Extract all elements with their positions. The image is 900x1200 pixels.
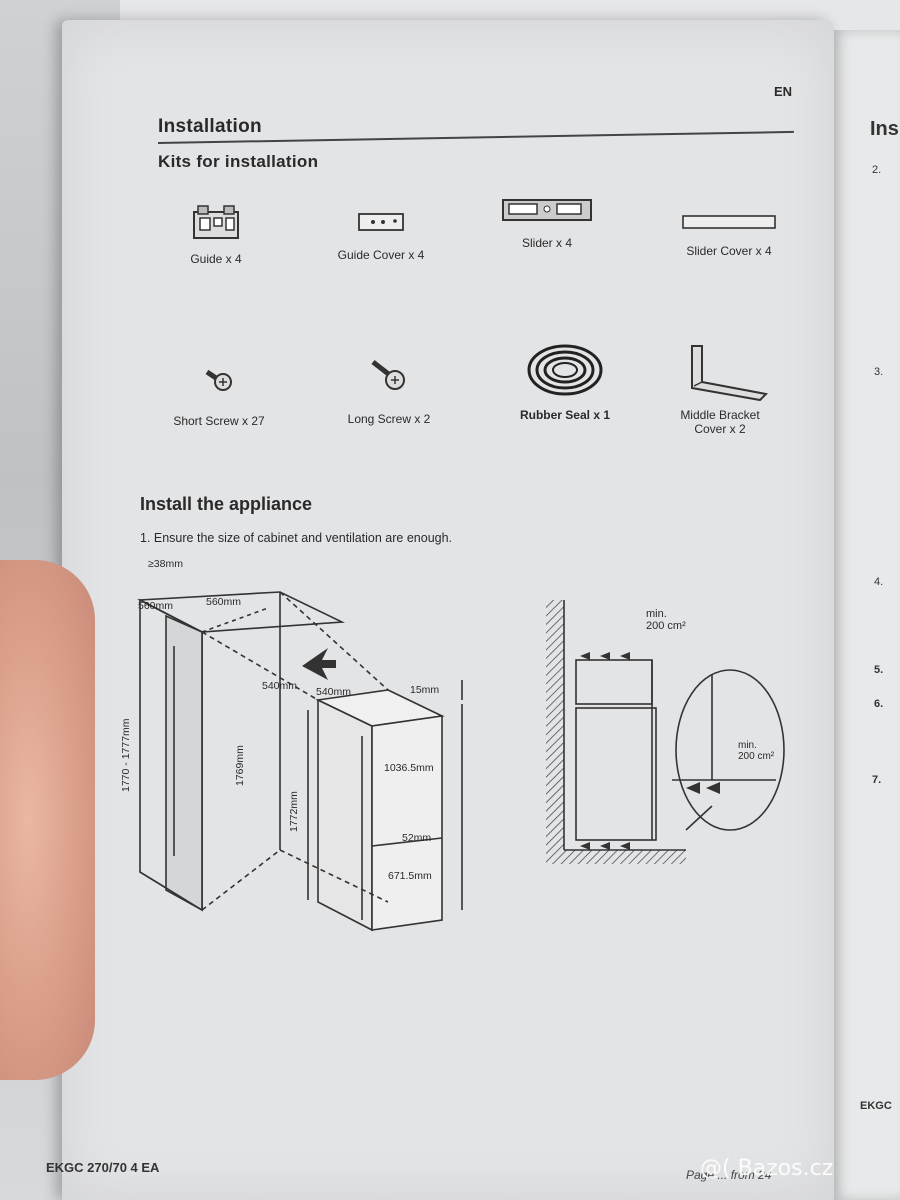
dim-560-depth: 560mm <box>138 600 174 612</box>
page-number: Page ... from 24 <box>686 1168 772 1182</box>
long-screw-icon <box>371 360 405 390</box>
cabinet-diagram <box>137 591 463 932</box>
insert-arrow-icon <box>302 648 336 680</box>
kit-label: Guide x 4 <box>190 252 242 266</box>
dim-1772: 1772mm <box>288 791 300 832</box>
kit-guide-cover: Guide Cover x 4 <box>316 202 446 262</box>
dim-52: 52mm <box>402 832 432 844</box>
kit-guide: Guide x 4 <box>156 202 276 266</box>
vent-bottom-label: min. 200 cm² <box>738 740 775 762</box>
manual-page: EN Installation Kits for installation Gu… <box>62 20 834 1200</box>
kit-middle-bracket: Middle Bracket Cover x 2 <box>670 342 780 437</box>
right-page: Ins 2. 3. 4. 5. 6. 7. EKGC <box>832 30 900 1200</box>
install-step-1: 1. Ensure the size of cabinet and ventil… <box>140 531 453 545</box>
dim-1036: 1036.5mm <box>384 762 434 774</box>
right-model: EKGC <box>860 1100 892 1112</box>
right-step-7: 7. <box>872 774 882 786</box>
dim-560-width: 560mm <box>206 596 242 608</box>
watermark: @( Bazos.cz <box>700 1156 834 1181</box>
right-step-5: 5. <box>874 664 884 676</box>
kit-label: Slider Cover x 4 <box>686 244 772 258</box>
install-title: Install the appliance <box>140 494 313 514</box>
vent-top-label: min. 200 cm² <box>646 608 686 632</box>
kit-label: Short Screw x 27 <box>173 414 265 428</box>
dim-540-width: 540mm <box>316 686 352 698</box>
dim-15: 15mm <box>410 684 440 696</box>
hand <box>0 560 95 1080</box>
slider-cover-icon <box>682 215 776 229</box>
kit-short-screw: Short Screw x 27 <box>154 360 284 428</box>
kit-slider-cover: Slider Cover x 4 <box>674 204 784 258</box>
kit-label: Slider x 4 <box>521 236 573 250</box>
dim-671: 671.5mm <box>388 870 432 882</box>
short-screw-icon <box>205 369 232 391</box>
dim-38: ≥38mm <box>148 558 183 570</box>
ventilation-diagram <box>546 600 785 864</box>
model-footer: EKGC 270/70 4 EA <box>46 1160 160 1175</box>
guide-icon <box>193 205 239 239</box>
dim-1769: 1769mm <box>234 745 246 786</box>
kit-rubber-seal: Rubber Seal x 1 <box>500 342 630 422</box>
dim-540-depth: 540mm <box>262 680 298 692</box>
right-page-heading: Ins <box>870 118 899 140</box>
kits-title: Kits for installation <box>158 152 319 171</box>
right-step-6: 6. <box>874 698 884 710</box>
kit-slider: Slider x 4 <box>492 190 602 250</box>
kit-long-screw: Long Screw x 2 <box>324 354 454 426</box>
rubber-seal-icon <box>527 344 603 396</box>
language-code: EN <box>774 84 793 99</box>
kit-label: Rubber Seal x 1 <box>519 408 611 422</box>
right-step-3: 3. <box>874 366 884 378</box>
kit-label: Guide Cover x 4 <box>337 248 425 262</box>
kit-label: Long Screw x 2 <box>347 412 431 426</box>
kit-label: Middle Bracket Cover x 2 <box>680 408 760 437</box>
right-step-4: 4. <box>874 576 884 588</box>
right-step-2: 2. <box>872 164 882 176</box>
bracket-icon <box>691 345 769 402</box>
dim-1770: 1770 - 1777mm <box>120 718 132 792</box>
slider-icon <box>502 199 592 221</box>
guide-cover-icon <box>358 213 404 231</box>
section-title: Installation <box>158 116 262 137</box>
